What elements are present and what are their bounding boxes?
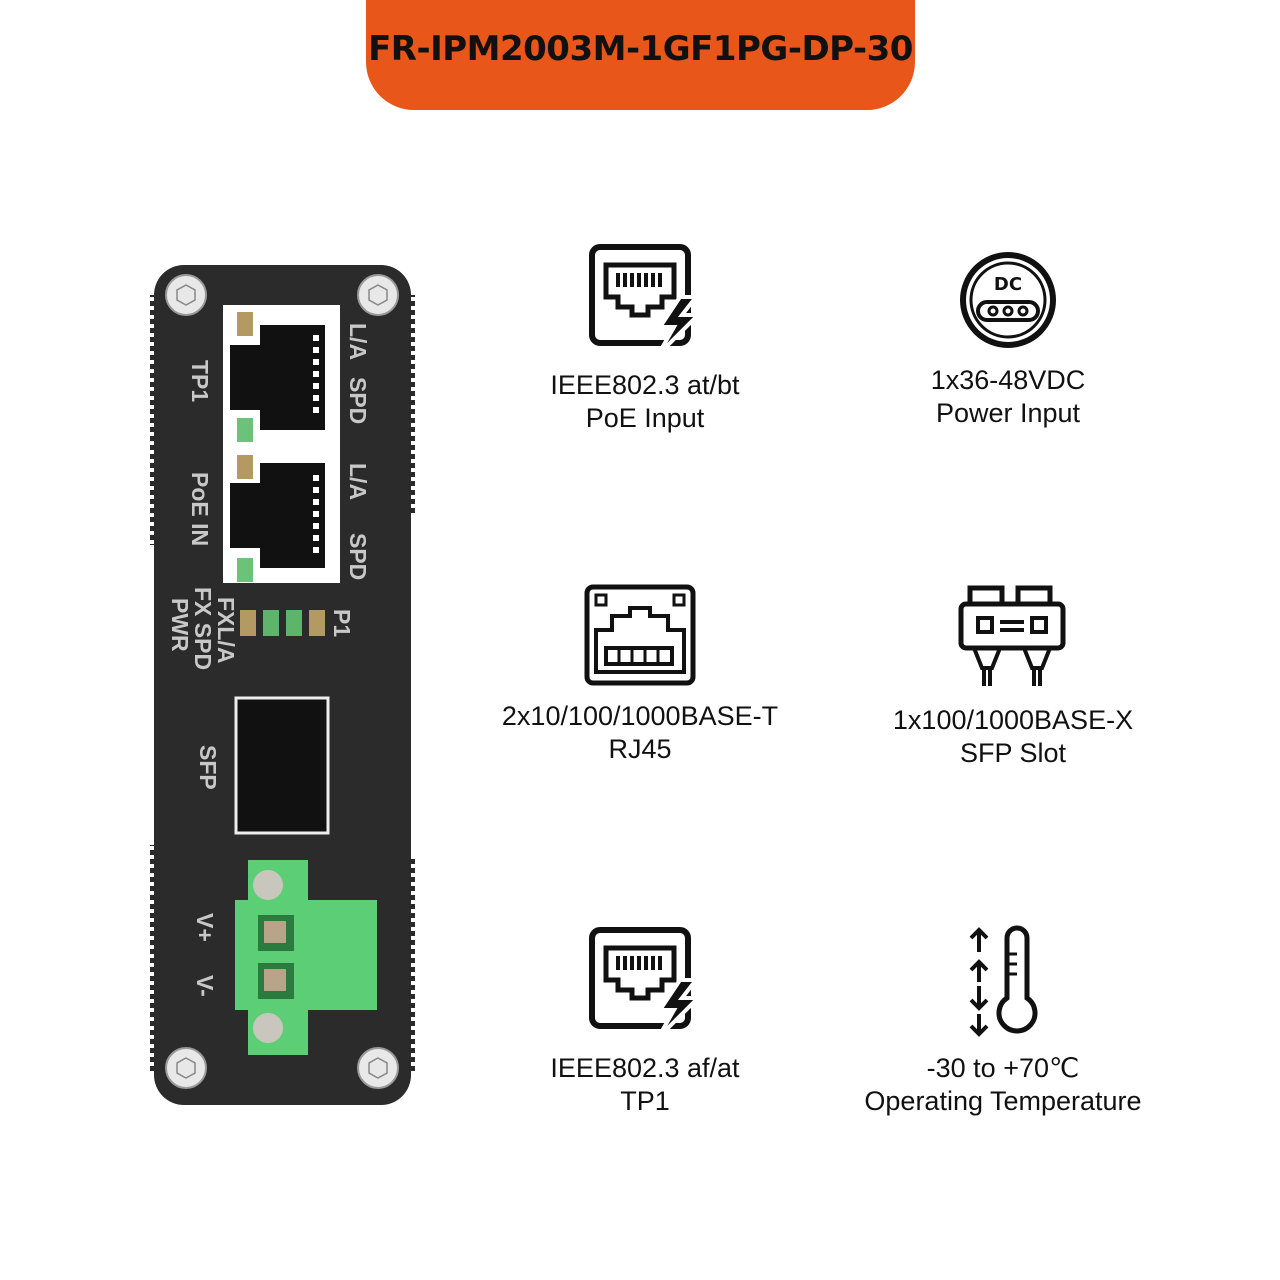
label-fxspd: FX SPD xyxy=(190,587,216,671)
thermometer-icon xyxy=(969,925,1038,1037)
feature-rj45: 2x10/100/1000BASE-T RJ45 xyxy=(480,584,800,766)
feature-line2: RJ45 xyxy=(608,734,672,764)
label-fxla: FXL/A xyxy=(213,597,239,664)
feature-tp1-poe: IEEE802.3 af/at TP1 xyxy=(495,926,795,1118)
label-tp1: TP1 xyxy=(187,360,213,403)
label-p1: P1 xyxy=(329,609,355,638)
feature-line2: Power Input xyxy=(935,398,1081,428)
feature-temperature: -30 to +70℃ Operating Temperature xyxy=(840,924,1166,1118)
dc-icon-text: DC xyxy=(994,274,1022,295)
feature-line2: SFP Slot xyxy=(959,738,1067,768)
poe-ethernet-icon xyxy=(588,244,703,355)
label-la-2: L/A xyxy=(345,463,371,501)
label-vplus: V+ xyxy=(192,913,218,942)
feature-line2: PoE Input xyxy=(585,403,705,433)
label-poe-in: PoE IN xyxy=(187,472,213,547)
label-spd-1: SPD xyxy=(345,377,371,425)
feature-line1: 2x10/100/1000BASE-T xyxy=(501,701,779,731)
rj45-port-icon xyxy=(584,584,696,686)
dc-power-icon: DC xyxy=(960,252,1056,348)
feature-line1: IEEE802.3 at/bt xyxy=(550,370,740,400)
label-sfp: SFP xyxy=(195,745,221,790)
model-title: FR-IPM2003M-1GF1PG-DP-30 xyxy=(368,29,913,69)
feature-line1: 1x100/1000BASE-X xyxy=(892,705,1134,735)
feature-line2: Operating Temperature xyxy=(864,1086,1142,1116)
feature-line1: 1x36-48VDC xyxy=(930,365,1086,395)
label-la-1: L/A xyxy=(345,323,371,361)
feature-line2: TP1 xyxy=(620,1086,670,1116)
feature-poe-input: IEEE802.3 at/bt PoE Input xyxy=(495,243,795,435)
feature-line1: IEEE802.3 af/at xyxy=(550,1053,740,1083)
device-front-panel: TP1 PoE IN L/A SPD L/A SPD FXL/A FX SPD … xyxy=(150,265,415,1105)
poe-ethernet-icon xyxy=(588,927,703,1038)
label-vminus: V- xyxy=(192,975,218,997)
feature-sfp: 1x100/1000BASE-X SFP Slot xyxy=(858,584,1168,770)
sfp-module-icon xyxy=(958,585,1066,686)
label-pwr: PWR xyxy=(167,598,193,652)
model-header: FR-IPM2003M-1GF1PG-DP-30 xyxy=(366,0,915,110)
feature-power-input: DC 1x36-48VDC Power Input xyxy=(858,250,1158,430)
feature-line1: -30 to +70℃ xyxy=(926,1053,1080,1083)
label-spd-2: SPD xyxy=(345,533,371,581)
device-illustration xyxy=(150,265,415,1105)
